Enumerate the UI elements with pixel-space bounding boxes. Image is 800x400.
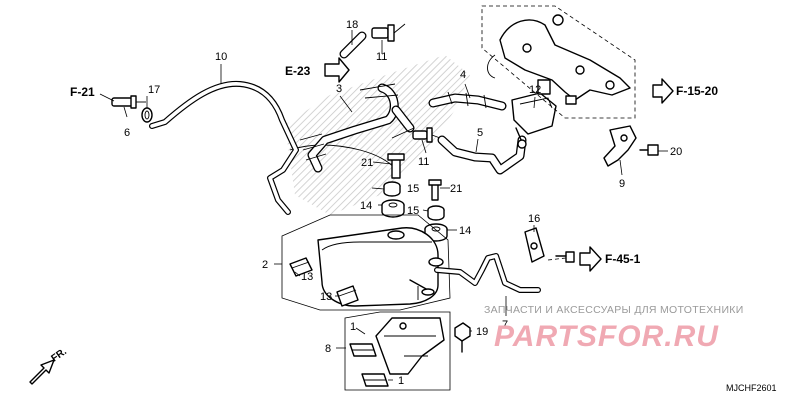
ref-e23[interactable]: E-23 — [285, 57, 350, 83]
background-brand-outline — [285, 55, 470, 215]
callout-18: 18 — [346, 19, 358, 31]
callout-6: 6 — [124, 127, 130, 139]
callout-15-right: 15 — [407, 205, 419, 217]
ref-e23-label: E-23 — [285, 64, 311, 78]
hose-part-5 — [437, 135, 527, 175]
callout-15-left: 15 — [407, 183, 419, 195]
drain-tube-part-7 — [434, 253, 541, 293]
fitting-part-6 — [111, 95, 146, 109]
callout-5: 5 — [477, 127, 483, 139]
callout-21-left: 21 — [361, 157, 373, 169]
watermark-logo: PARTSFOR.RU — [494, 320, 719, 353]
callout-12: 12 — [529, 84, 541, 96]
callout-3: 3 — [336, 83, 342, 95]
grommet-part-14-left — [381, 199, 405, 218]
diagram-code: MJCHF2601 — [726, 383, 777, 393]
collar-part-15-left — [383, 181, 401, 197]
front-arrow-icon — [29, 359, 55, 385]
callout-8: 8 — [325, 343, 331, 355]
ref-e23-arrow-icon — [324, 57, 350, 83]
joint-part-11-mid — [412, 127, 441, 143]
hose-part-3 — [299, 83, 415, 173]
callout-11-top: 11 — [376, 51, 387, 63]
callout-14-left: 14 — [360, 200, 372, 212]
vent-tube-part-10 — [149, 80, 299, 215]
bolt-part-21-left — [387, 153, 405, 179]
front-direction-indicator: FR. — [29, 346, 69, 385]
callout-1-upper: 1 — [350, 321, 356, 333]
bracket-assembly — [481, 5, 636, 119]
callout-16: 16 — [528, 213, 540, 225]
callout-4: 4 — [460, 69, 466, 81]
callout-17: 17 — [148, 84, 160, 96]
canister-part-2 — [317, 227, 444, 307]
bolt-part-19 — [454, 322, 471, 353]
pad-part-1-lower — [361, 373, 389, 387]
ref-f21[interactable]: F-21 — [70, 85, 95, 100]
ref-f451-label: F-45-1 — [605, 252, 641, 266]
canister-group-frame — [281, 214, 451, 311]
callout-9: 9 — [619, 178, 625, 190]
pad-part-1-upper — [349, 343, 377, 357]
ref-f1520-arrow-icon — [652, 78, 674, 104]
callout-10: 10 — [215, 51, 227, 63]
callout-11-mid: 11 — [418, 156, 429, 168]
callout-1-lower: 1 — [398, 375, 404, 387]
watermark-text: ЗАПЧАСТИ И АКСЕССУАРЫ ДЛЯ МОТОТЕХНИКИ — [484, 304, 744, 316]
collar-part-15-right — [427, 205, 445, 221]
callout-19: 19 — [476, 326, 488, 338]
bracket-part-9 — [603, 125, 637, 167]
callout-20: 20 — [670, 146, 682, 158]
joint-part-11-top — [371, 23, 406, 42]
ref-f1520[interactable]: F-15-20 — [652, 78, 718, 104]
bracket-part-8 — [375, 317, 445, 375]
bolt-part-21-right — [428, 179, 442, 201]
callout-13-lower: 13 — [320, 291, 332, 303]
solenoid-valve-part-12 — [511, 79, 557, 149]
callout-7: 7 — [502, 319, 508, 331]
leader-lines — [99, 30, 668, 381]
pad-part-13-upper — [289, 257, 313, 277]
ref-f1520-label: F-15-20 — [676, 84, 718, 98]
ref-f21-label: F-21 — [70, 85, 95, 99]
hose-part-18 — [339, 31, 367, 59]
callout-14-right: 14 — [459, 225, 471, 237]
hose-part-4 — [428, 91, 507, 111]
bracket-frame-part-8 — [344, 311, 451, 391]
clip-part-16 — [524, 227, 575, 263]
watermark: ЗАПЧАСТИ И АКСЕССУАРЫ ДЛЯ МОТОТЕХНИКИ PA… — [484, 304, 744, 353]
ref-f451-arrow-icon — [579, 246, 602, 272]
callout-21-right: 21 — [450, 183, 462, 195]
callout-2: 2 — [262, 259, 268, 271]
pad-part-13-lower — [336, 285, 359, 307]
ref-f451[interactable]: F-45-1 — [579, 246, 641, 272]
callout-13-upper: 13 — [301, 271, 313, 283]
clip-part-17 — [141, 107, 153, 123]
bolt-part-20 — [639, 144, 659, 156]
